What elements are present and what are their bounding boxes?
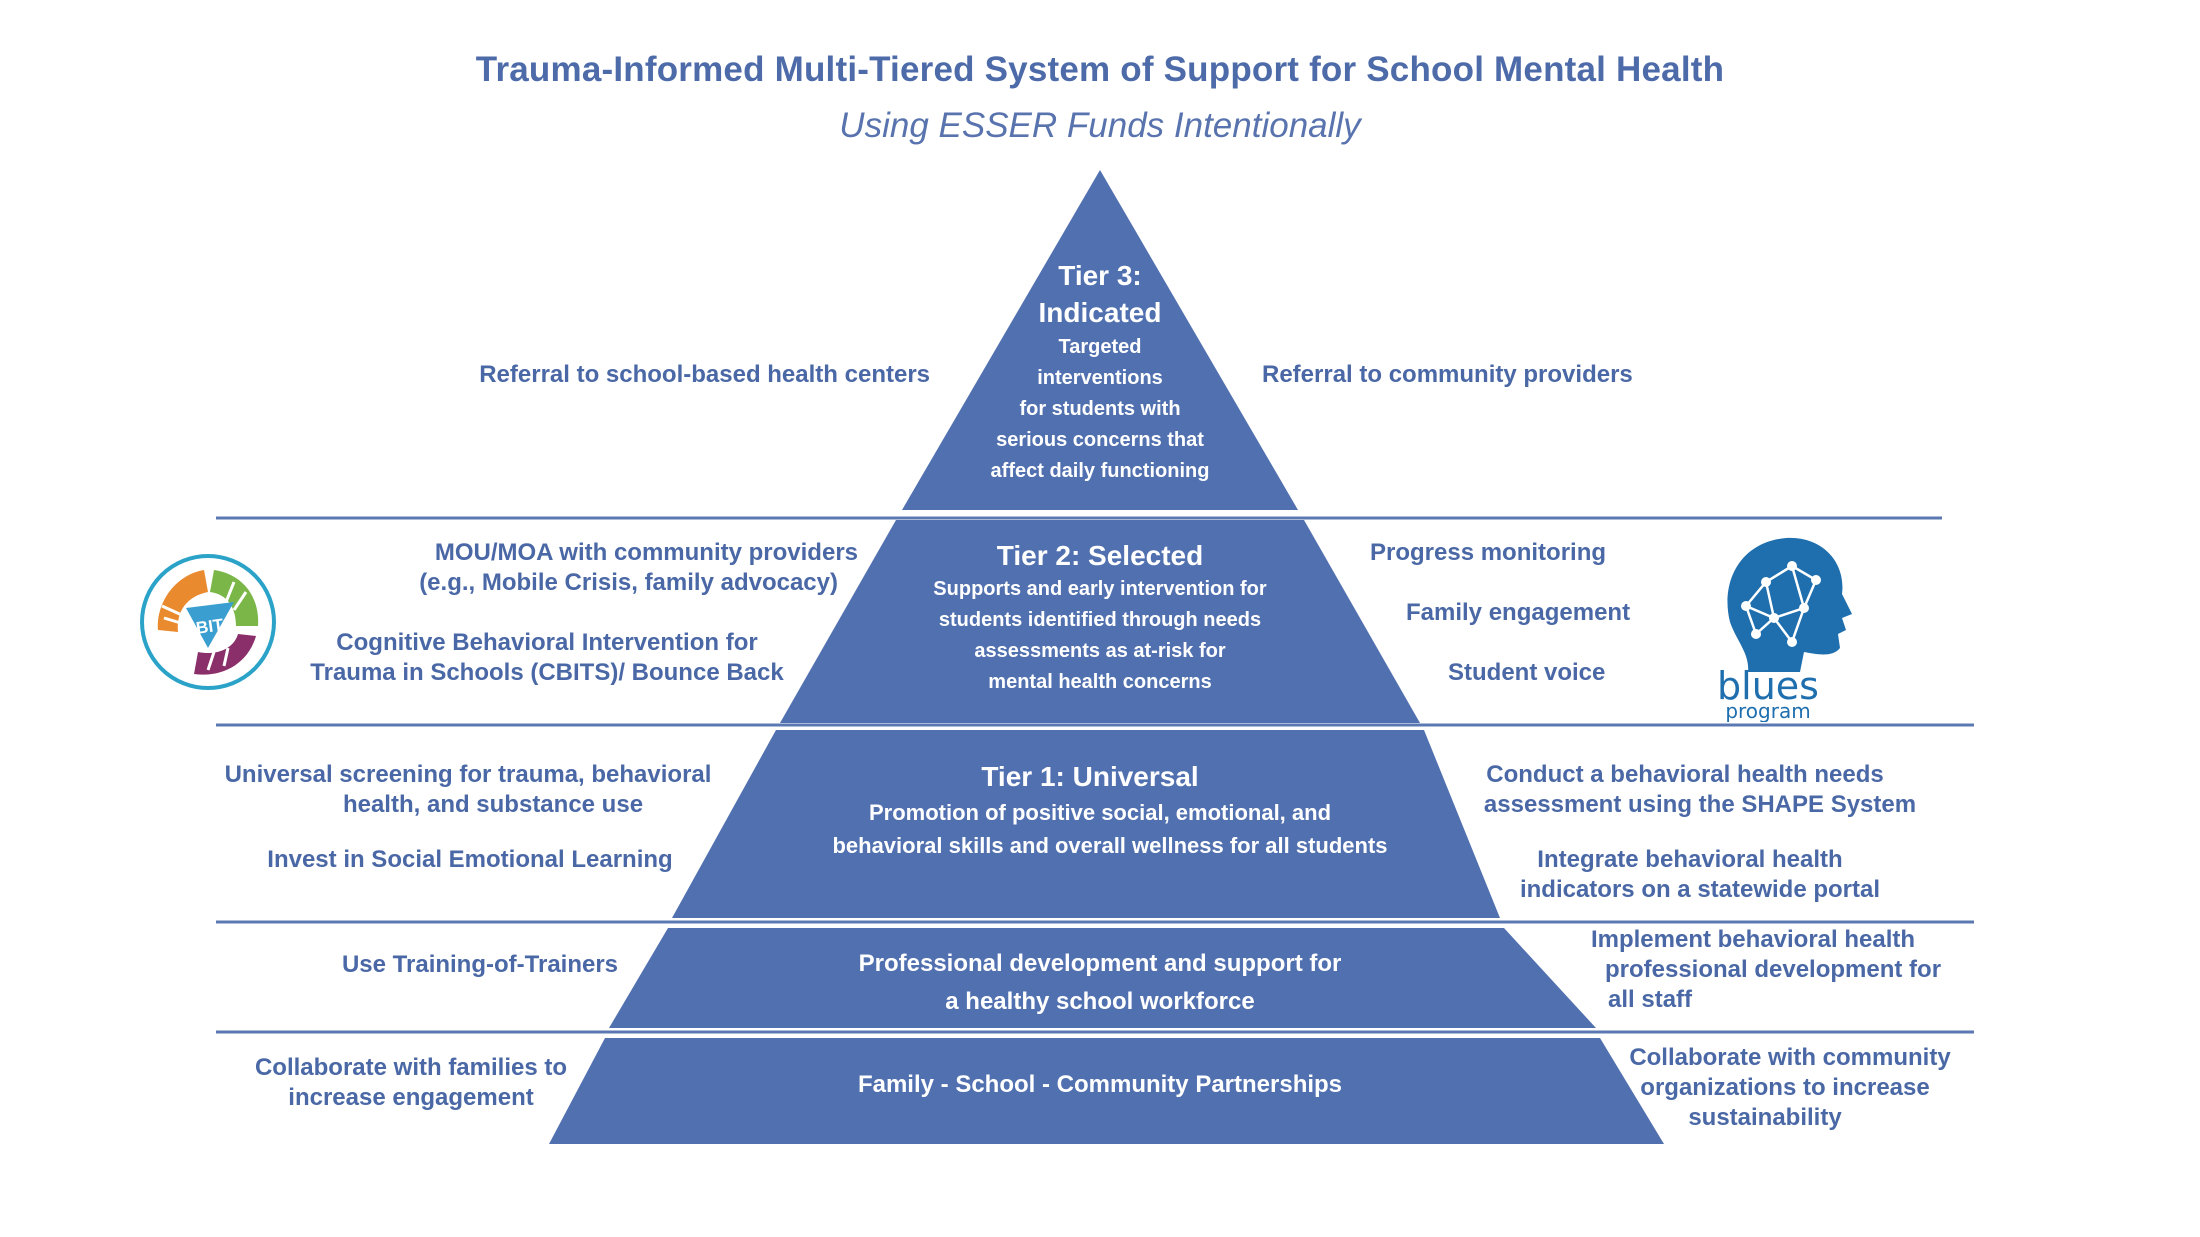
note-line: Referral to community providers (1262, 361, 1633, 388)
tier2-label: Tier 2: Selected Supports and early inte… (840, 538, 1360, 698)
diagram-subtitle: Using ESSER Funds Intentionally (839, 106, 1361, 145)
cbits-logo: CBITS (140, 554, 276, 690)
left-note-tier1-b: Invest in Social Emotional Learning (250, 845, 690, 875)
blues-logo-text: blues (1717, 664, 1819, 708)
tier3-label: Tier 3: Indicated Targeted interventions… (950, 258, 1250, 487)
partnerships-label: Family - School - Community Partnerships (750, 1068, 1450, 1102)
note-line: assessment using the SHAPE System (1483, 791, 1917, 818)
tier2-line: mental health concerns (988, 671, 1212, 693)
workforce-line: a healthy school workforce (945, 988, 1255, 1015)
right-note-tier2-c: Student voice (1448, 658, 1748, 688)
note-line: increase engagement (288, 1084, 534, 1111)
tier3-name: Indicated (1038, 297, 1162, 328)
head-network-icon (1727, 537, 1852, 672)
left-note-partnerships: Collaborate with families to increase en… (236, 1053, 586, 1113)
tier2-line: assessments as at-risk for (974, 640, 1226, 662)
note-line: Use Training-of-Trainers (341, 951, 619, 978)
tier3-line: for students with (1019, 398, 1181, 420)
note-line: Trauma in Schools (CBITS)/ Bounce Back (310, 659, 784, 686)
workforce-line: Professional development and support for (858, 950, 1342, 977)
left-note-tier2-b: Cognitive Behavioral Intervention for Tr… (282, 628, 812, 688)
left-note-tier1-a: Universal screening for trauma, behavior… (208, 760, 728, 820)
right-note-tier2-a: Progress monitoring (1370, 538, 1770, 568)
note-line: Cognitive Behavioral Intervention for (336, 629, 758, 656)
tier2-band (780, 520, 1420, 723)
right-note-workforce: Implement behavioral health professional… (1568, 925, 1958, 1015)
right-note-tier2-b: Family engagement (1406, 598, 1806, 628)
left-note-tier3: Referral to school-based health centers (330, 360, 930, 390)
right-note-partnerships: Collaborate with community organizations… (1600, 1043, 1980, 1133)
note-line: (e.g., Mobile Crisis, family advocacy) (419, 569, 838, 596)
note-line: MOU/MOA with community providers (434, 539, 858, 566)
partnerships-line: Family - School - Community Partnerships (857, 1071, 1343, 1098)
partnerships-band (549, 1038, 1664, 1144)
note-line: Student voice (1448, 659, 1606, 686)
tier1-band (672, 730, 1500, 918)
workforce-band (609, 928, 1596, 1028)
program-logo-text: program (1725, 699, 1810, 722)
note-line: Referral to school-based health centers (479, 361, 930, 388)
note-line: health, and substance use (342, 791, 644, 818)
diagram-title: Trauma-Informed Multi-Tiered System of S… (475, 50, 1725, 89)
tier3-line: Targeted (1058, 336, 1142, 358)
tier3-line: interventions (1037, 367, 1163, 389)
note-line: all staff (1608, 986, 1693, 1013)
tier3-triangle (902, 170, 1298, 510)
note-line: indicators on a statewide portal (1519, 876, 1881, 903)
tier1-heading: Tier 1: Universal (981, 761, 1199, 792)
right-note-tier1-b: Integrate behavioral health indicators o… (1490, 845, 1910, 905)
note-line: organizations to increase (1640, 1074, 1930, 1101)
blues-program-logo: blues program (1717, 537, 1852, 722)
note-line: Collaborate with community (1629, 1044, 1951, 1071)
tier1-line: Promotion of positive social, emotional,… (868, 800, 1332, 825)
tier2-line: students identified through needs (938, 609, 1262, 631)
note-line: Family engagement (1406, 599, 1631, 626)
note-line: Invest in Social Emotional Learning (267, 846, 673, 873)
note-line: Implement behavioral health (1590, 926, 1916, 953)
note-line: Universal screening for trauma, behavior… (224, 761, 712, 788)
tier3-line: serious concerns that (996, 429, 1204, 451)
tier2-line: Supports and early intervention for (933, 578, 1267, 600)
right-note-tier3: Referral to community providers (1262, 360, 1862, 390)
tier1-line: behavioral skills and overall wellness f… (832, 833, 1388, 858)
note-line: Integrate behavioral health (1537, 846, 1843, 873)
tier2-heading: Tier 2: Selected (996, 540, 1204, 571)
tier3-heading: Tier 3: (1058, 260, 1142, 291)
left-note-tier2-a: MOU/MOA with community providers (e.g., … (258, 538, 858, 598)
tier3-line: affect daily functioning (990, 460, 1210, 482)
note-line: professional development for (1604, 956, 1942, 983)
workforce-label: Professional development and support for… (750, 945, 1450, 1021)
note-line: Conduct a behavioral health needs (1486, 761, 1884, 788)
note-line: Progress monitoring (1370, 539, 1607, 566)
note-line: sustainability (1688, 1104, 1842, 1131)
left-note-workforce: Use Training-of-Trainers (320, 950, 640, 980)
note-line: Collaborate with families to (254, 1054, 568, 1081)
tier1-label: Tier 1: Universal Promotion of positive … (740, 758, 1480, 862)
right-note-tier1-a: Conduct a behavioral health needs assess… (1440, 760, 1960, 820)
